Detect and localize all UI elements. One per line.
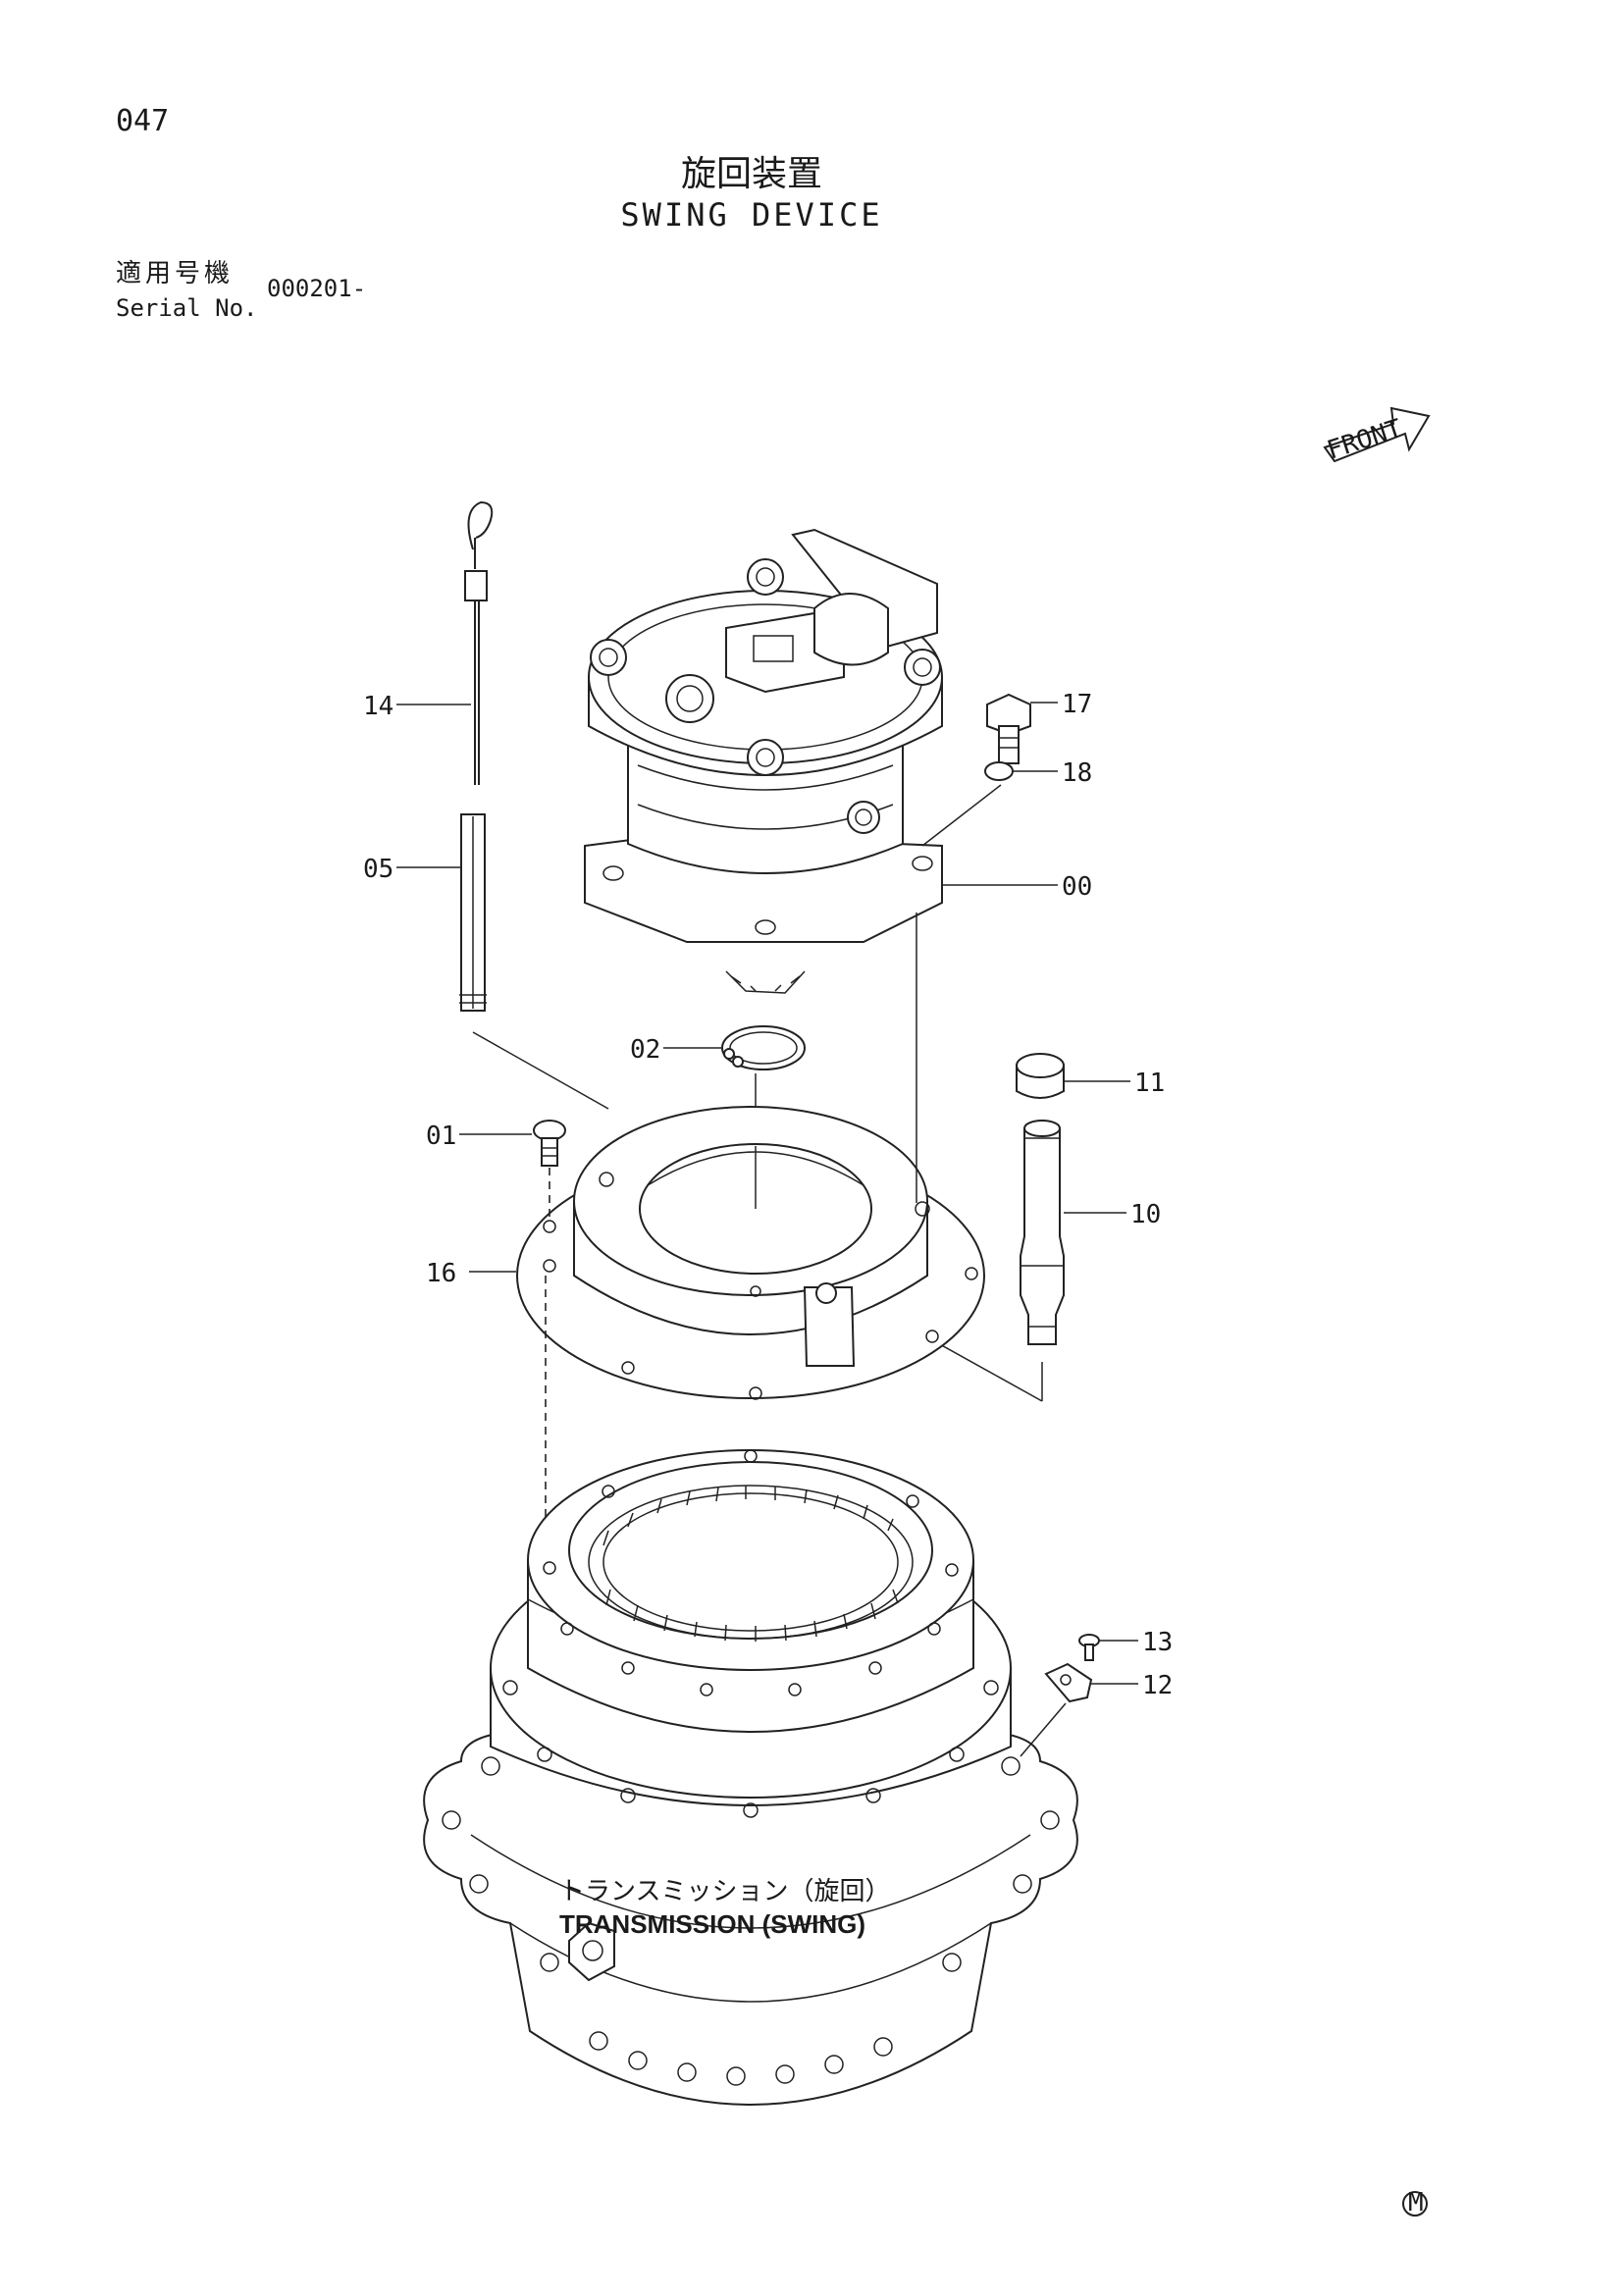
callout-00: 00	[1062, 872, 1092, 902]
page-number: 047	[116, 104, 170, 138]
callout-05: 05	[363, 855, 393, 884]
serial-label-jp: 適用号機	[116, 259, 235, 288]
housing-16	[516, 1106, 985, 1400]
corner-mark-icon: M	[1402, 2188, 1428, 2218]
assembly-label-jp: トランスミッション（旋回）	[559, 1877, 890, 1906]
page-title: SWING DEVICE	[620, 196, 883, 234]
callout-13: 13	[1142, 1628, 1173, 1657]
callout-02: 02	[630, 1035, 660, 1065]
transmission-swing: トランスミッション（旋回） TRANSMISSION (SWING)	[423, 1449, 1078, 2106]
bolt-17	[986, 693, 1031, 764]
serial-value: 000201-	[267, 275, 367, 302]
callout-11: 11	[1134, 1069, 1165, 1098]
plate-12	[1044, 1662, 1093, 1703]
serial-label: Serial No.	[116, 294, 258, 322]
callout-16: 16	[426, 1259, 456, 1288]
callout-01: 01	[426, 1122, 456, 1151]
front-arrow-icon: FRONT	[1323, 406, 1431, 466]
swing-motor	[584, 528, 943, 994]
screw-13	[1078, 1634, 1100, 1661]
filler-pipe-10	[1020, 1120, 1065, 1345]
callout-17: 17	[1062, 690, 1092, 719]
callout-14: 14	[363, 692, 393, 721]
corner-mark: M	[1408, 2188, 1424, 2218]
callout-10: 10	[1130, 1200, 1161, 1229]
callout-18: 18	[1062, 758, 1092, 788]
guide-pipe-05	[459, 813, 487, 1012]
callout-12: 12	[1142, 1671, 1173, 1700]
front-label: FRONT	[1324, 414, 1406, 466]
assembly-label: TRANSMISSION (SWING)	[559, 1909, 865, 1939]
dipstick-14	[464, 500, 494, 785]
cap-11	[1016, 1053, 1065, 1099]
page-title-jp: 旋回装置	[680, 154, 822, 194]
plug-01	[533, 1120, 566, 1167]
snap-ring-02	[721, 1025, 806, 1070]
